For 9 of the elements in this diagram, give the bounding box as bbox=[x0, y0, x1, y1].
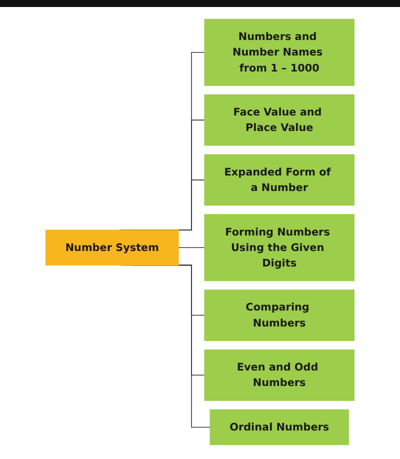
node-box: Even and Odd Numbers bbox=[204, 349, 354, 401]
node-box: Forming Numbers Using the Given Digits bbox=[204, 214, 354, 282]
node-box: Comparing Numbers bbox=[204, 290, 354, 341]
node-box: Ordinal Numbers bbox=[210, 409, 349, 446]
node-box: Expanded Form of a Number bbox=[204, 154, 354, 206]
node-box: Number System bbox=[45, 230, 179, 266]
node-box: Face Value and Place Value bbox=[204, 94, 354, 146]
node-box: Numbers and Number Names from 1 – 1000 bbox=[204, 18, 354, 86]
connector bbox=[178, 247, 205, 248]
